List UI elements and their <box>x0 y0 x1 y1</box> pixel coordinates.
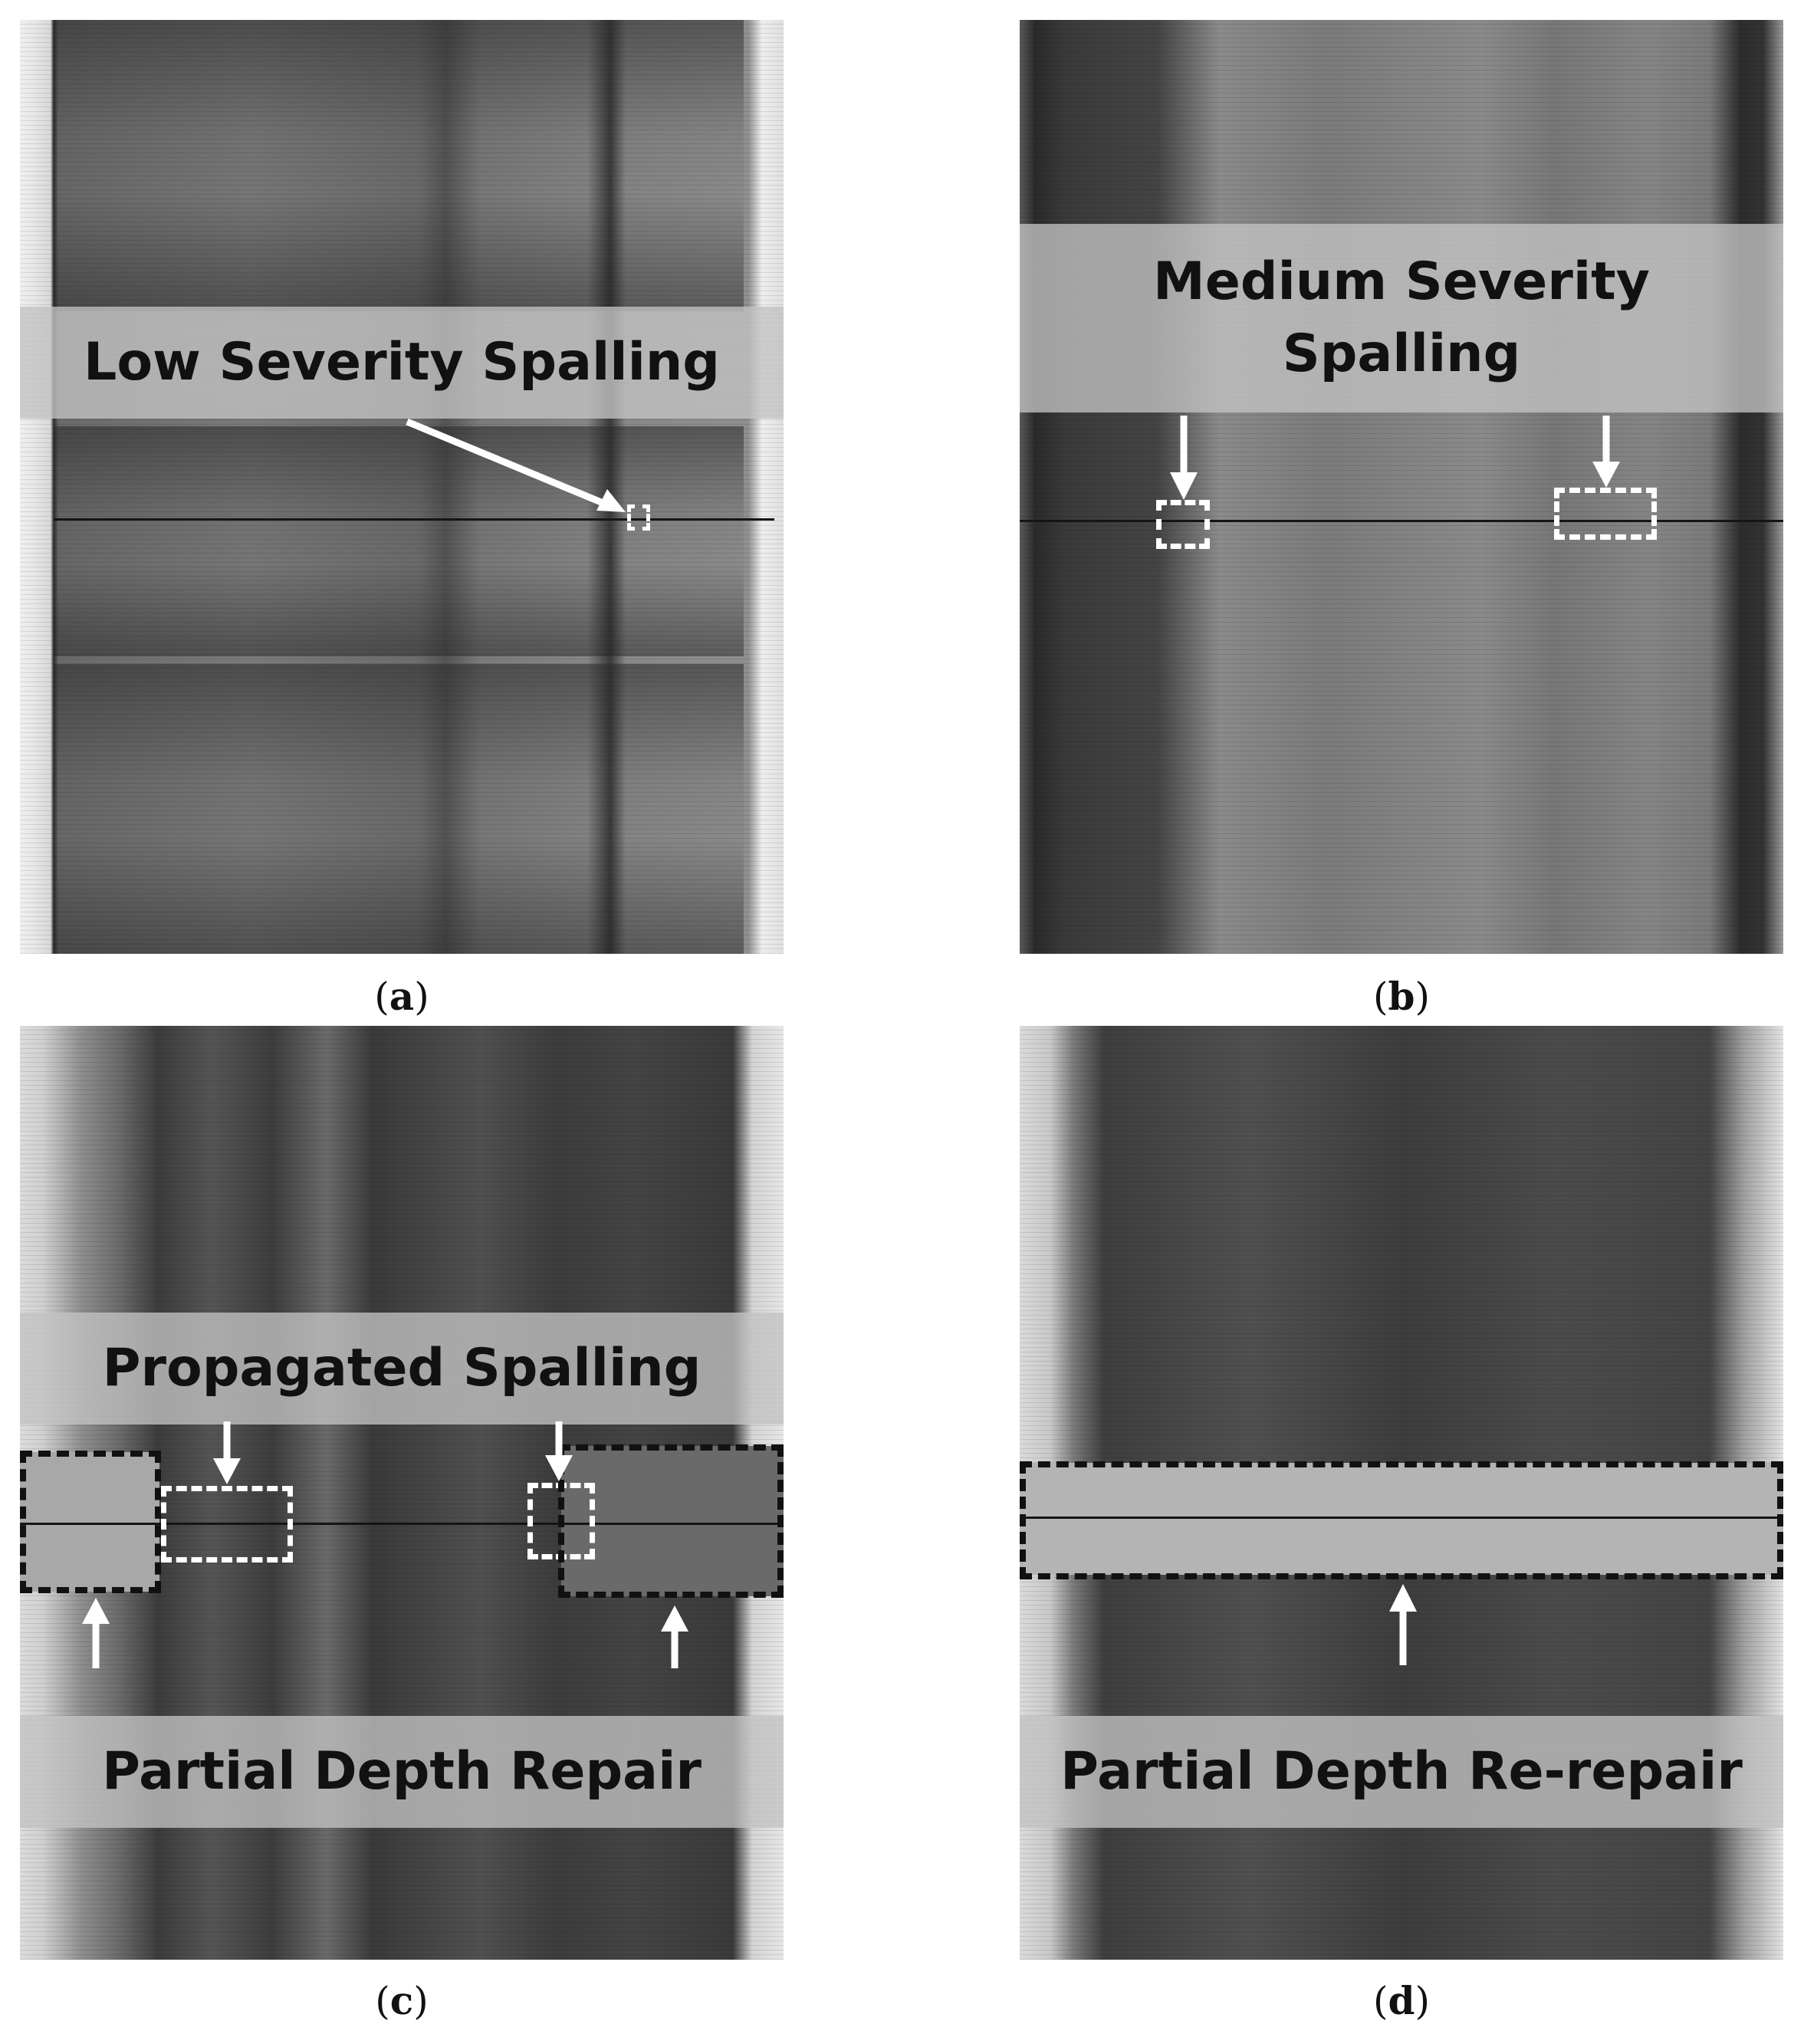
panel-b-medium-severity-spalling: Medium Severity Spalling <box>1020 20 1783 954</box>
transverse-joint <box>1020 520 1783 522</box>
panel-a-low-severity-spalling: Low Severity Spalling <box>20 20 784 954</box>
repair-patch <box>561 1446 784 1596</box>
caption-d: (d) <box>1373 1978 1430 2023</box>
spalling-label-line2: Spalling <box>1282 324 1521 384</box>
transverse-joint <box>1020 1517 1783 1519</box>
transverse-joint <box>20 1523 784 1525</box>
spalling-highlight-box <box>1554 488 1657 540</box>
repair-patch <box>1020 1463 1783 1575</box>
label-band: Medium Severity Spalling <box>1020 224 1783 412</box>
label-band: Partial Depth Re-repair <box>1020 1716 1783 1828</box>
spalling-label: Low Severity Spalling <box>84 332 720 393</box>
spalling-highlight-box <box>627 504 650 531</box>
pavement-slab-shade <box>54 20 744 311</box>
spalling-highlight-box <box>161 1486 293 1563</box>
repair-patch <box>20 1452 159 1592</box>
label-band: Partial Depth Repair <box>20 1716 784 1828</box>
label-band: Propagated Spalling <box>20 1313 784 1425</box>
transverse-joint <box>54 518 774 521</box>
partial-depth-re-repair-label: Partial Depth Re-repair <box>1060 1741 1743 1802</box>
pavement-slab-shade <box>54 426 744 656</box>
label-band: Low Severity Spalling <box>20 307 784 419</box>
repair-highlight-box <box>558 1444 784 1598</box>
spalling-highlight-box <box>1156 500 1210 549</box>
partial-depth-repair-label: Partial Depth Repair <box>102 1741 702 1802</box>
spalling-label-line1: Medium Severity <box>1153 251 1650 312</box>
caption-b: (b) <box>1373 974 1430 1019</box>
pavement-slab-shade <box>54 664 744 954</box>
panel-d-partial-depth-re-repair: Partial Depth Re-repair <box>1020 1026 1783 1960</box>
re-repair-highlight-box <box>1020 1461 1783 1579</box>
panel-c-propagated-spalling: Propagated Spalling Partial Depth Repair <box>20 1026 784 1960</box>
propagated-spalling-label: Propagated Spalling <box>102 1338 702 1398</box>
pavement-scan-image <box>1020 20 1783 954</box>
repair-highlight-box <box>20 1451 161 1593</box>
caption-c: (c) <box>375 1978 429 2023</box>
caption-a: (a) <box>374 974 429 1019</box>
